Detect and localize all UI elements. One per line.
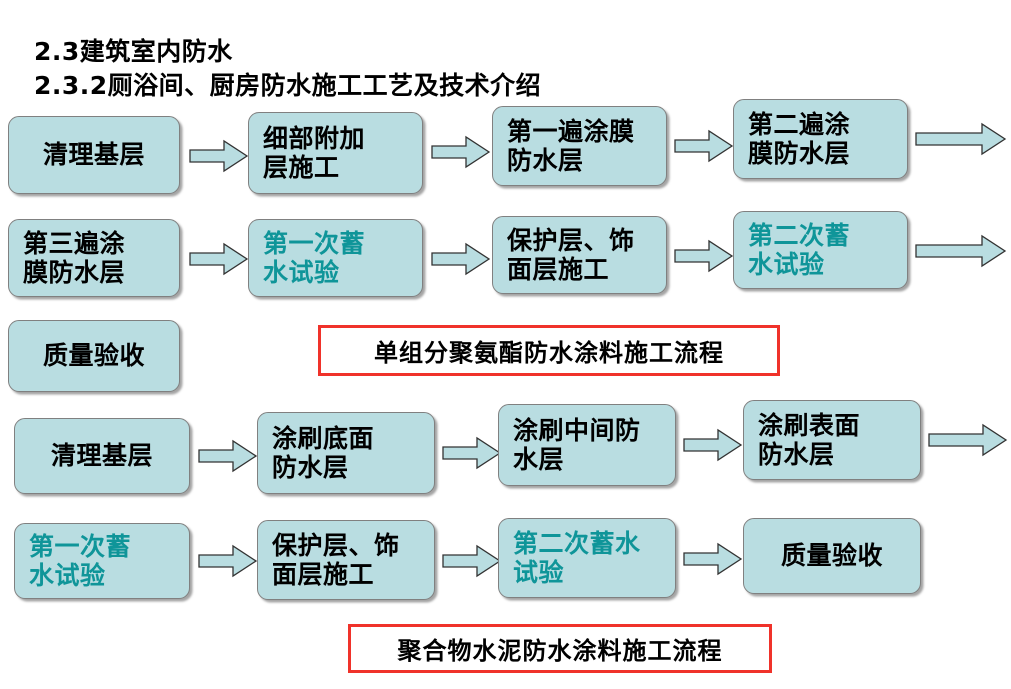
flow-step-box[interactable]: 第二遍涂 膜防水层 [733, 99, 908, 179]
flow-arrow-icon [915, 122, 1007, 156]
flow-step-label: 第一遍涂膜 防水层 [507, 116, 635, 176]
flow-step-box[interactable]: 第二次蓄水 试验 [498, 518, 676, 598]
flow-step-label: 第一次蓄 水试验 [263, 228, 366, 288]
flow-caption-box: 单组分聚氨酯防水涂料施工流程 [318, 325, 780, 376]
flow-step-label: 清理基层 [50, 441, 153, 471]
flow-step-label: 第二次蓄 水试验 [748, 220, 851, 280]
flow-step-box[interactable]: 细部附加 层施工 [248, 112, 423, 194]
flow-caption-label: 聚合物水泥防水涂料施工流程 [397, 637, 723, 665]
flow-step-box[interactable]: 涂刷中间防 水层 [498, 404, 676, 486]
flow-step-label: 第一次蓄 水试验 [29, 531, 132, 591]
flow-step-label: 保护层、饰 面层施工 [272, 530, 400, 590]
flow-step-box[interactable]: 涂刷表面 防水层 [743, 400, 921, 480]
flow-step-label: 涂刷表面 防水层 [758, 410, 861, 470]
flow-step-box[interactable]: 第一遍涂膜 防水层 [492, 106, 667, 186]
flow-step-box[interactable]: 清理基层 [8, 116, 180, 194]
flow-step-box[interactable]: 第一次蓄 水试验 [248, 219, 423, 297]
flow-step-label: 质量验收 [780, 541, 883, 571]
flow-step-label: 保护层、饰 面层施工 [507, 225, 635, 285]
flow-arrow-icon [683, 428, 743, 462]
page-title-line-2: 2.3.2厕浴间、厨房防水施工工艺及技术介绍 [34, 71, 542, 100]
flow-arrow-icon [198, 544, 258, 578]
page-title-line-1: 2.3建筑室内防水 [34, 37, 233, 66]
flow-arrow-icon [915, 234, 1007, 268]
flow-arrow-icon [928, 423, 1008, 457]
flow-step-box[interactable]: 质量验收 [8, 320, 180, 392]
flow-step-label: 第二次蓄水 试验 [513, 528, 641, 588]
flow-step-label: 质量验收 [42, 341, 145, 371]
flow-step-label: 细部附加 层施工 [263, 123, 366, 183]
flow-step-label: 第二遍涂 膜防水层 [748, 109, 851, 169]
flow-step-box[interactable]: 第一次蓄 水试验 [14, 523, 190, 599]
flow-arrow-icon [431, 135, 491, 169]
flow-step-label: 第三遍涂 膜防水层 [23, 228, 126, 288]
flow-step-label: 涂刷中间防 水层 [513, 415, 641, 475]
flow-step-label: 清理基层 [42, 140, 145, 170]
flow-arrow-icon [442, 436, 502, 470]
flow-arrow-icon [198, 439, 258, 473]
flow-step-box[interactable]: 保护层、饰 面层施工 [257, 520, 435, 600]
flow-caption-label: 单组分聚氨酯防水涂料施工流程 [374, 339, 724, 367]
flow-step-label: 涂刷底面 防水层 [272, 423, 375, 483]
flow-arrow-icon [431, 242, 491, 276]
flow-step-box[interactable]: 第二次蓄 水试验 [733, 211, 908, 289]
flow-arrow-icon [674, 239, 734, 273]
flow-arrow-icon [189, 139, 249, 173]
flow-step-box[interactable]: 保护层、饰 面层施工 [492, 216, 667, 294]
flow-step-box[interactable]: 质量验收 [743, 518, 921, 594]
flow-arrow-icon [683, 542, 743, 576]
flow-step-box[interactable]: 涂刷底面 防水层 [257, 412, 435, 494]
flow-arrow-icon [442, 544, 502, 578]
flow-arrow-icon [674, 129, 734, 163]
flow-caption-box: 聚合物水泥防水涂料施工流程 [348, 624, 772, 673]
flow-step-box[interactable]: 清理基层 [14, 418, 190, 494]
flow-arrow-icon [189, 242, 249, 276]
flow-step-box[interactable]: 第三遍涂 膜防水层 [8, 219, 180, 297]
